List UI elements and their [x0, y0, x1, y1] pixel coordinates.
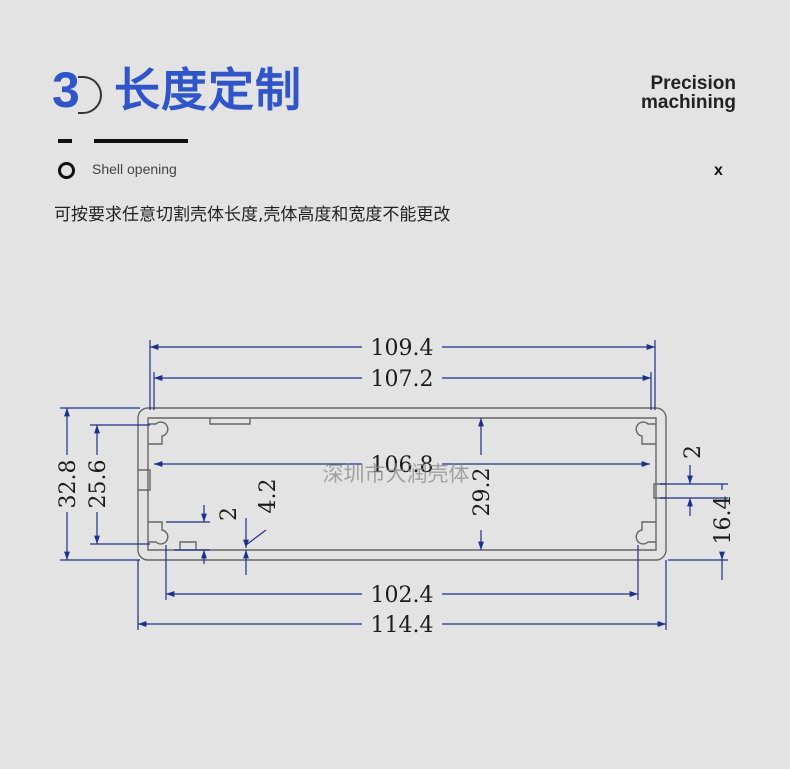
dimension-lines: [60, 340, 728, 630]
description-text: 可按要求任意切割壳体长度,壳体高度和宽度不能更改: [54, 205, 451, 225]
shell-opening-label: Shell opening: [92, 161, 177, 177]
boss-top-left: [148, 421, 169, 445]
slot-bottom-left: [179, 541, 197, 550]
section-number: 3: [52, 62, 80, 118]
close-icon[interactable]: x: [714, 162, 723, 179]
english-title: Precision machining: [641, 74, 736, 112]
boss-bottom-left: [148, 521, 169, 545]
page-title: 长度定制: [114, 63, 302, 117]
boss-bottom-right: [635, 521, 656, 545]
english-title-line1: Precision: [650, 73, 736, 94]
dim-inner-width-top: 107.2: [371, 367, 434, 392]
rail-left: [138, 469, 151, 491]
dim-outer-width-top: 109.4: [371, 336, 434, 361]
dim-inner-cavity: 29.2: [470, 468, 495, 517]
english-title-line2: machining: [640, 92, 736, 113]
divider-short: [58, 139, 72, 143]
dim-inner-height: 25.6: [86, 460, 111, 509]
dim-inner-span: 106.8: [371, 453, 434, 478]
inner-shell: [147, 417, 657, 551]
dim-rail-gap-right: 2: [681, 445, 706, 459]
dim-slot-height: 4.2: [256, 479, 281, 514]
slot-top-left: [209, 418, 251, 425]
circle-bullet-icon: [58, 162, 75, 179]
dim-outer-width-bottom: 114.4: [371, 613, 434, 638]
dim-slot-gap-left: 2: [217, 507, 242, 521]
dim-rail-height: 16.4: [711, 496, 736, 545]
dim-bottom-inner: 102.4: [371, 583, 434, 608]
divider-long: [94, 139, 188, 143]
watermark-text: 深圳市大润壳体: [323, 462, 470, 486]
boss-top-right: [635, 421, 656, 445]
dim-outer-height: 32.8: [56, 460, 81, 509]
